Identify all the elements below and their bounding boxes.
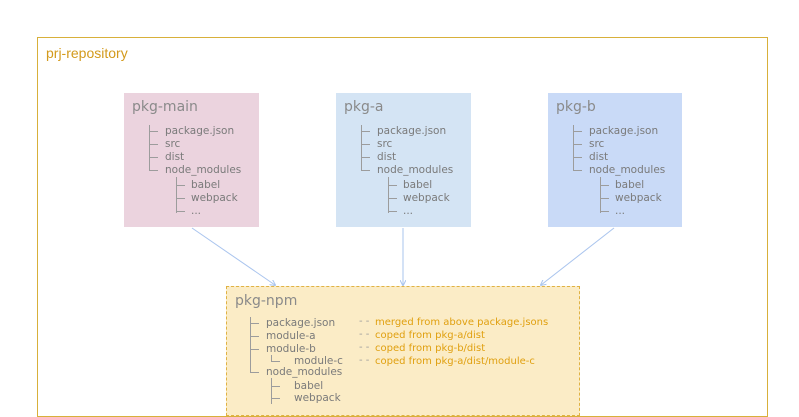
arrow-b-to-npm: [541, 227, 615, 285]
pkg-b-title: pkg-b: [556, 99, 596, 115]
tree-item: module-b: [266, 343, 316, 355]
annotation-note: coped from pkg-a/dist: [375, 330, 485, 341]
annotation-note: coped from pkg-a/dist/module-c: [375, 356, 535, 367]
tree-sub-item: ...: [403, 205, 414, 217]
tree-item: package.json: [266, 317, 336, 329]
tree-sub-item: babel: [191, 179, 221, 191]
tree-sub-item: ...: [615, 205, 626, 217]
repository-label: prj-repository: [46, 45, 128, 61]
tree-item: dist: [377, 151, 397, 163]
connector-arrows: [191, 227, 615, 400]
pkg-npm-title: pkg-npm: [235, 293, 298, 309]
annotation-note: merged from above package.jsons: [375, 317, 549, 328]
arrow-main-to-npm: [191, 227, 275, 285]
tree-item: dist: [165, 151, 185, 163]
tree-sub-item: module-c: [294, 355, 343, 367]
tree-sub-item: webpack: [191, 192, 238, 204]
pkg-npm-box: pkg-npm package.json module-a module-b m…: [226, 286, 580, 416]
pkg-a-title: pkg-a: [344, 99, 384, 115]
note-connector: - -: [359, 342, 370, 353]
pkg-b-box: pkg-b package.json src dist node_modules…: [548, 93, 682, 227]
pkg-main-title: pkg-main: [132, 99, 198, 115]
annotation-note: coped from pkg-b/dist: [375, 343, 486, 354]
tree-item: dist: [589, 151, 609, 163]
tree-item: src: [589, 138, 605, 150]
tree-item: node_modules: [266, 366, 343, 378]
tree-item: package.json: [165, 125, 235, 137]
note-connector: - -: [359, 316, 370, 327]
tree-item: package.json: [589, 125, 659, 137]
tree-item: src: [377, 138, 393, 150]
tree-item: node_modules: [165, 164, 242, 176]
tree-sub-item: webpack: [403, 192, 450, 204]
tree-item: node_modules: [589, 164, 666, 176]
tree-item: src: [165, 138, 181, 150]
pkg-a-box: pkg-a package.json src dist node_modules…: [336, 93, 471, 227]
tree-sub-item: ...: [191, 205, 202, 217]
tree-sub-item: webpack: [294, 392, 341, 404]
tree-item: module-a: [266, 330, 316, 342]
tree-sub-item: babel: [294, 380, 324, 392]
pkg-main-box: pkg-main package.json src dist node_modu…: [124, 93, 259, 227]
tree-sub-item: babel: [615, 179, 645, 191]
note-connector: - -: [359, 329, 370, 340]
tree-item: node_modules: [377, 164, 454, 176]
note-connector: - -: [359, 355, 370, 366]
tree-sub-item: webpack: [615, 192, 662, 204]
tree-sub-item: babel: [403, 179, 433, 191]
tree-item: package.json: [377, 125, 447, 137]
